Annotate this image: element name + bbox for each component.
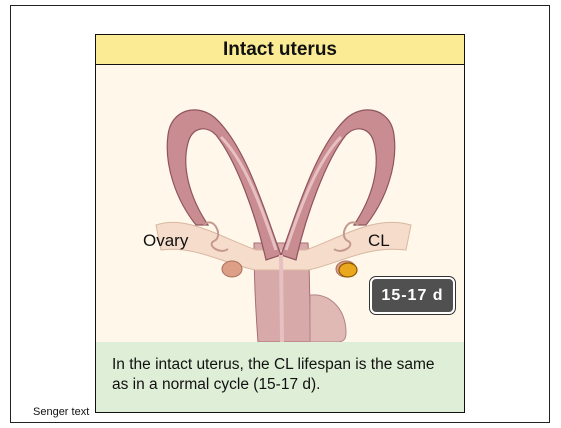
left-ovary bbox=[222, 261, 242, 277]
ovary-label: Ovary bbox=[143, 231, 188, 251]
corpus-luteum bbox=[339, 263, 357, 277]
cervix-lumen bbox=[281, 255, 282, 342]
caption-box: In the intact uterus, the CL lifespan is… bbox=[96, 342, 464, 412]
title-bar: Intact uterus bbox=[96, 35, 464, 65]
figure-panel: Intact uterus Ovary CL 15-17 d In the in… bbox=[95, 34, 465, 413]
days-badge: 15-17 d bbox=[370, 277, 455, 314]
cl-label: CL bbox=[368, 231, 390, 251]
source-label: Senger text bbox=[33, 406, 89, 418]
cervix-bulge bbox=[310, 295, 346, 342]
figure-title: Intact uterus bbox=[223, 39, 337, 61]
caption-text: In the intact uterus, the CL lifespan is… bbox=[112, 355, 448, 395]
